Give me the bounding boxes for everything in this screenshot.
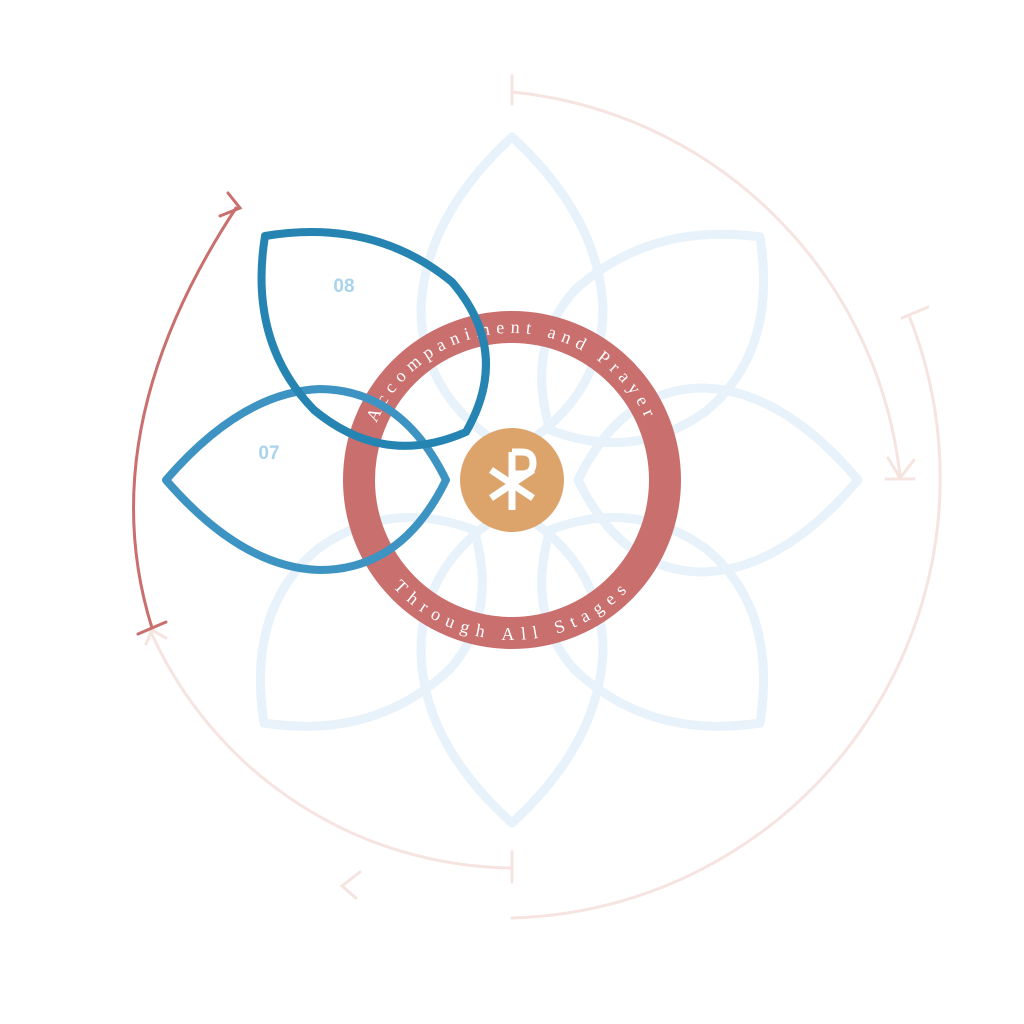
ring [343, 311, 681, 649]
tick-left-bottom [136, 620, 168, 636]
arc-bottom-left [148, 628, 514, 870]
petal-07-label: 07 [258, 443, 279, 464]
petal-08[interactable] [257, 228, 490, 450]
tick-right-upper [900, 305, 930, 320]
active-arc-arrow [132, 191, 243, 636]
outer-arc-faded [144, 74, 942, 920]
petal-right-faded [573, 383, 863, 577]
arc-right-outer [510, 90, 902, 478]
arrowhead-right-icon [886, 456, 916, 481]
arc-right-inner [510, 316, 942, 920]
arrowhead-left-faded-icon [144, 627, 168, 646]
ring-top-text: Accompaniment and Prayer [362, 317, 662, 425]
center-emblem [460, 428, 564, 532]
petal-08-label: 08 [333, 276, 354, 297]
petal-07[interactable] [162, 385, 450, 574]
active-arc [132, 206, 238, 630]
arrowhead-top-left-icon [218, 191, 243, 218]
ring-bottom-textpath: Through All Stages [390, 576, 628, 644]
arrowhead-bottom-icon [339, 870, 362, 900]
faded-petals [255, 132, 863, 828]
petal-upper-right-faded [537, 229, 769, 447]
ring-bottom-text: Through All Stages [390, 576, 634, 644]
chi-rho-icon [489, 448, 537, 510]
active-petals: 07 08 [162, 228, 490, 574]
petal-lower-left-faded [255, 513, 487, 731]
ring-top-textpath: Accompaniment and Prayer [362, 317, 656, 425]
